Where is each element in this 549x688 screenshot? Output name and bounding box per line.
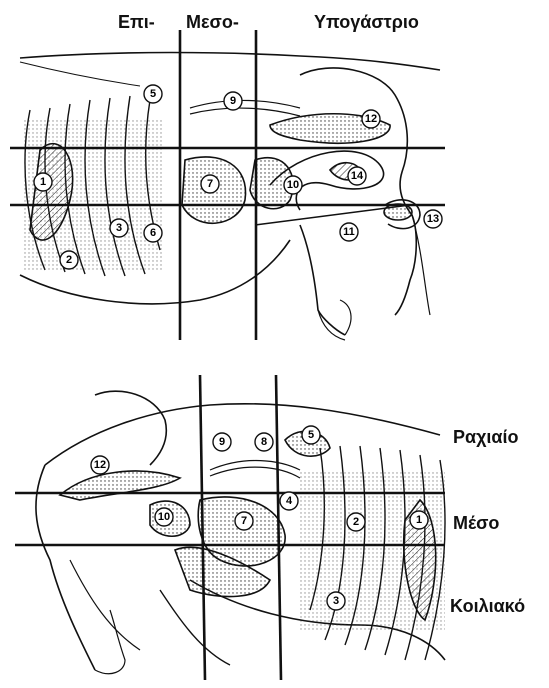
lower-number-4: 4 [280, 494, 298, 508]
upper-number-1: 1 [34, 175, 52, 189]
upper-number-13: 13 [424, 212, 442, 226]
upper-number-10: 10 [284, 178, 302, 192]
upper-number-14: 14 [348, 169, 366, 183]
lower-number-9: 9 [213, 435, 231, 449]
lower-diagram [36, 391, 445, 673]
upper-number-11: 11 [340, 225, 358, 239]
lower-number-3: 3 [327, 594, 345, 608]
upper-number-2: 2 [60, 253, 78, 267]
lower-number-2: 2 [347, 515, 365, 529]
upper-number-9: 9 [224, 94, 242, 108]
upper-number-5: 5 [144, 87, 162, 101]
lower-number-1: 1 [410, 513, 428, 527]
lower-number-7: 7 [235, 514, 253, 528]
upper-number-3: 3 [110, 221, 128, 235]
upper-number-7: 7 [201, 177, 219, 191]
lower-number-5: 5 [302, 428, 320, 442]
upper-number-12: 12 [362, 112, 380, 126]
lower-number-10: 10 [155, 510, 173, 524]
lower-number-8: 8 [255, 435, 273, 449]
upper-number-6: 6 [144, 226, 162, 240]
lower-number-12: 12 [91, 458, 109, 472]
